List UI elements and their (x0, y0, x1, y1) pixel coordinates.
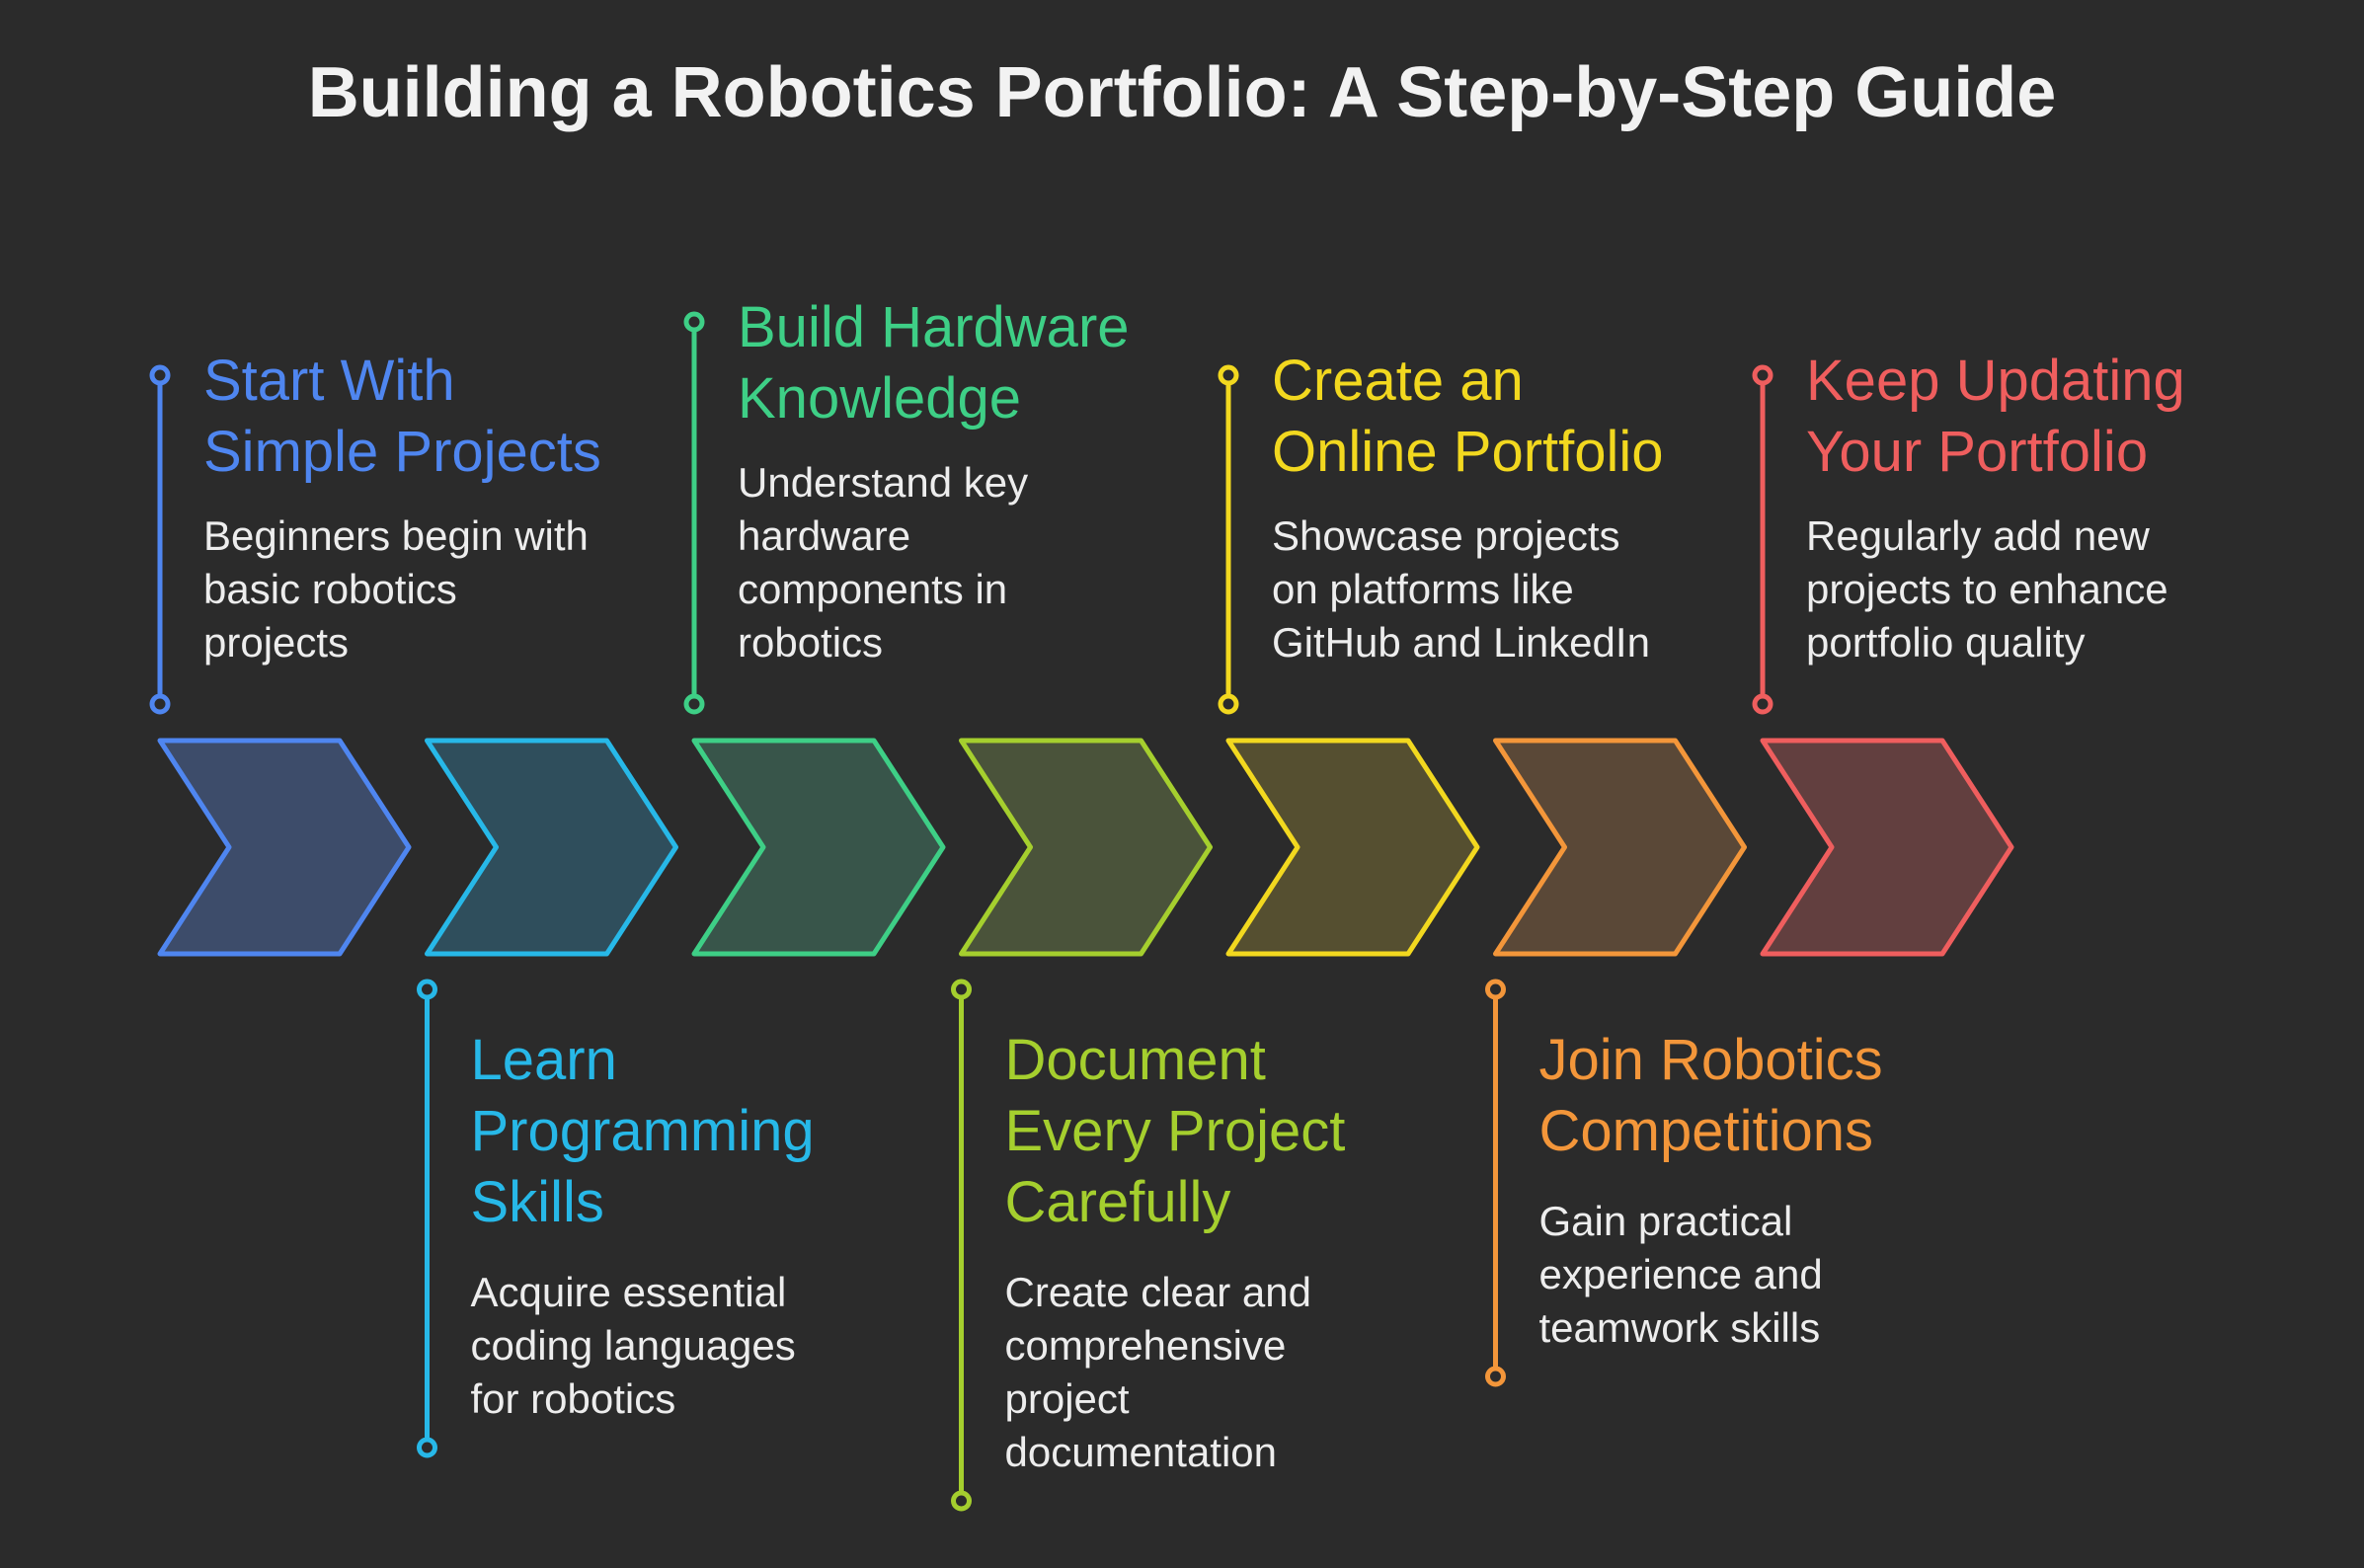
connector-dot-4-end (951, 1490, 972, 1512)
connector-dot-7-start (1752, 364, 1773, 386)
step-chevron-4 (959, 738, 1213, 957)
step-description-1: Beginners begin with basic robotics projec… (203, 510, 589, 669)
connector-dot-6-start (1485, 979, 1506, 1000)
step-description-line: on platforms like (1272, 566, 1574, 612)
step-description-line: GitHub and LinkedIn (1272, 619, 1650, 666)
step-description-line: for robotics (470, 1375, 676, 1422)
step-description-line: projects to enhance (1806, 566, 2168, 612)
step-chevron-7 (1760, 738, 2014, 957)
step-heading-line: Knowledge (738, 366, 1021, 431)
step-description-2: Acquire essential coding languages for rob… (471, 1266, 796, 1426)
step-description-line: Regularly add new (1806, 512, 2150, 559)
connector-dot-3-start (683, 311, 705, 333)
connector-dot-1-end (149, 693, 171, 715)
step-description-line: projects (203, 619, 350, 666)
step-description-line: experience and (1538, 1251, 1823, 1297)
connector-dot-7-end (1752, 693, 1773, 715)
step-heading-line: Programming (470, 1099, 815, 1163)
step-heading-line: Every Project (1004, 1099, 1346, 1163)
step-description-line: portfolio quality (1806, 619, 2086, 666)
step-description-4: Create clear and comprehensive project docu… (1005, 1266, 1312, 1479)
step-heading-line: Your Portfolio (1806, 420, 2149, 484)
connector-dot-2-start (417, 979, 437, 1000)
step-heading-line: Join Robotics (1538, 1028, 1883, 1092)
step-heading-line: Competitions (1538, 1099, 1873, 1163)
connector-dot-5-end (1218, 693, 1239, 715)
step-heading-line: Online Portfolio (1272, 420, 1664, 484)
step-heading-line: Skills (470, 1170, 604, 1234)
step-chevron-1 (157, 738, 412, 957)
step-description-line: Create clear and (1004, 1269, 1312, 1315)
diagram-title: Building a Robotics Portfolio: A Step-by… (307, 53, 2057, 132)
connector-dot-4-start (951, 979, 972, 1000)
step-heading-5: Create an Online Portfolio (1272, 346, 1664, 488)
step-heading-line: Keep Updating (1806, 349, 2185, 413)
step-description-line: documentation (1004, 1429, 1278, 1475)
step-description-line: comprehensive (1004, 1322, 1287, 1369)
step-description-line: Beginners begin with (203, 512, 589, 559)
step-description-line: project (1004, 1375, 1130, 1422)
step-chevron-5 (1225, 738, 1480, 957)
step-description-6: Gain practical experience and teamwork ski… (1539, 1195, 1823, 1355)
step-description-line: basic robotics (203, 566, 457, 612)
connector-dot-2-end (417, 1437, 437, 1458)
step-description-line: components in (738, 566, 1008, 612)
connector-dot-6-end (1485, 1366, 1506, 1387)
step-description-line: coding languages (470, 1322, 796, 1369)
step-heading-line: Learn (470, 1028, 617, 1092)
step-heading-line: Build Hardware (738, 295, 1130, 359)
connector-dot-5-start (1218, 364, 1239, 386)
connector-dot-3-end (683, 693, 705, 715)
step-description-3: Understand key hardware components in robot… (738, 456, 1028, 669)
step-chevron-2 (425, 738, 678, 957)
step-description-line: teamwork skills (1538, 1304, 1821, 1351)
step-description-line: hardware (738, 512, 911, 559)
step-chevron-6 (1493, 738, 1747, 957)
step-heading-line: Carefully (1004, 1170, 1231, 1234)
step-description-line: Gain practical (1538, 1198, 1793, 1244)
connector-dot-1-start (149, 364, 171, 386)
step-heading-line: Document (1004, 1028, 1266, 1092)
step-heading-line: Simple Projects (203, 420, 601, 484)
step-description-line: Acquire essential (470, 1269, 787, 1315)
step-heading-line: Create an (1272, 349, 1524, 413)
step-description-line: Understand key (738, 459, 1029, 506)
step-heading-line: Start With (203, 349, 455, 413)
step-description-7: Regularly add new projects to enhance port… (1806, 510, 2168, 669)
step-description-line: robotics (738, 619, 884, 666)
step-chevron-3 (691, 738, 946, 957)
step-description-line: Showcase projects (1272, 512, 1620, 559)
